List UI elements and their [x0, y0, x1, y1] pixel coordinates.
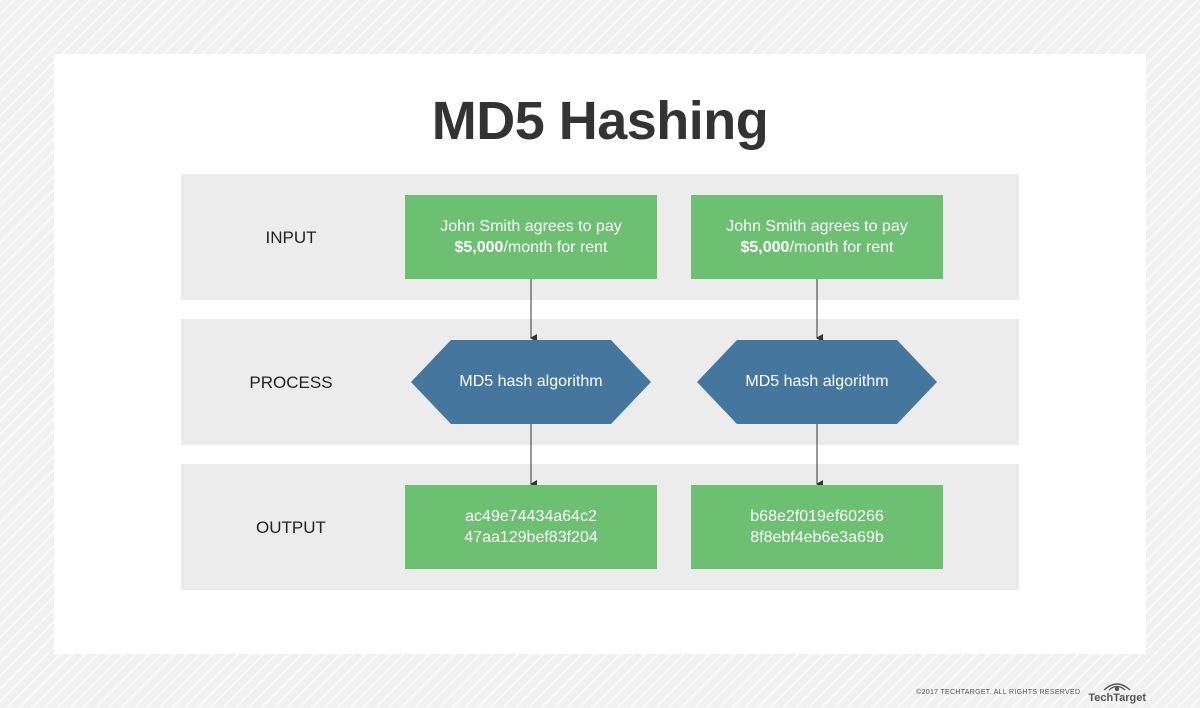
process-label-2: MD5 hash algorithm: [745, 373, 889, 390]
input-box-1-line1: John Smith agrees to pay: [440, 218, 622, 235]
process-hexagon-2: [697, 340, 937, 424]
footer: ©2017 TECHTARGET. ALL RIGHTS RESERVED Te…: [916, 681, 1146, 704]
output-box-2-line2: 8f8ebf4eb6e3a69b: [750, 529, 884, 546]
output-box-1-line2: 47aa129bef83f204: [464, 529, 598, 546]
input-box-2-line2: $5,000/month for rent: [741, 237, 894, 258]
input-box-1-line2: $5,000/month for rent: [455, 237, 608, 258]
input-box-2-amount: $5,000: [740, 239, 790, 256]
brand-name: TechTarget: [1088, 692, 1146, 704]
diagram-title: MD5 Hashing: [431, 91, 769, 151]
output-row-label: OUTPUT: [256, 518, 326, 537]
eye-icon: [1103, 683, 1131, 692]
input-box-1-amount: $5,000: [454, 239, 504, 256]
output-box-2: b68e2f019ef60266 8f8ebf4eb6e3a69b: [691, 485, 943, 569]
copyright-text: ©2017 TECHTARGET. ALL RIGHTS RESERVED: [916, 689, 1081, 696]
input-box-2-rest: /month for rent: [789, 239, 894, 256]
input-box-1-rest: /month for rent: [503, 239, 608, 256]
output-box-1-line1: ac49e74434a64c2: [465, 508, 597, 525]
input-box-2-line1: John Smith agrees to pay: [726, 218, 908, 235]
output-box-2-line1: b68e2f019ef60266: [750, 508, 884, 525]
process-label-1: MD5 hash algorithm: [459, 373, 603, 390]
input-row-label: INPUT: [265, 228, 317, 247]
output-box-1: ac49e74434a64c2 47aa129bef83f204: [405, 485, 657, 569]
process-row-label: PROCESS: [249, 373, 333, 392]
techtarget-logo: TechTarget: [1088, 681, 1146, 704]
process-hexagon-1: [411, 340, 651, 424]
input-box-2: John Smith agrees to pay $5,000/month fo…: [691, 195, 943, 279]
input-box-1: John Smith agrees to pay $5,000/month fo…: [405, 195, 657, 279]
